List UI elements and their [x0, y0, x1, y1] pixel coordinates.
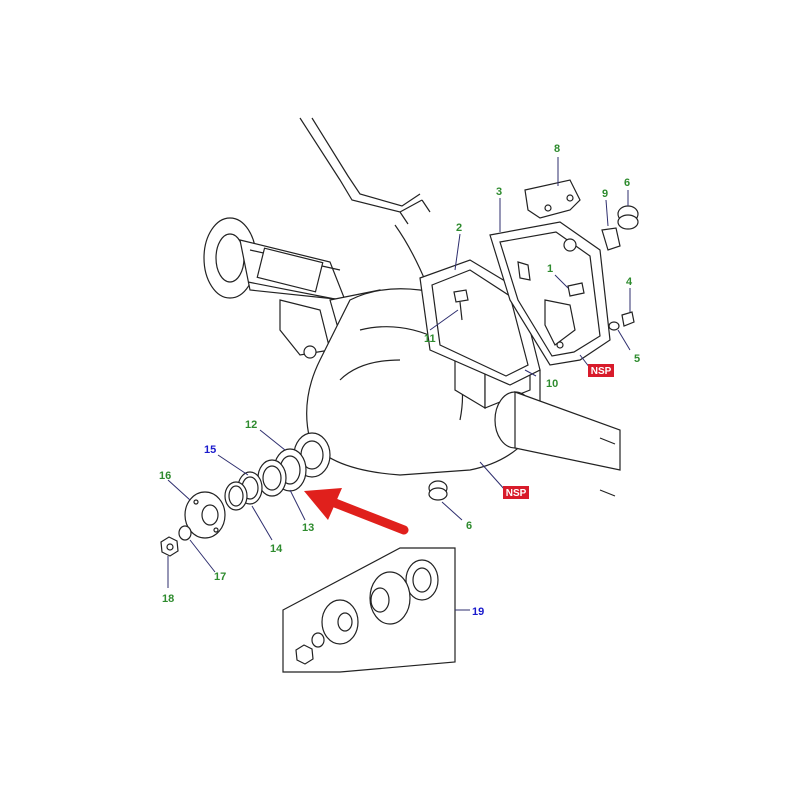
nsp-badge-top: NSP	[588, 364, 614, 377]
callout-16: 16	[159, 470, 171, 482]
chassis-bracket	[299, 117, 431, 225]
callout-8: 8	[554, 143, 560, 155]
bolt-part-11	[453, 289, 469, 321]
callout-15: 15	[204, 444, 216, 456]
callout-17: 17	[214, 571, 226, 583]
flange-nut	[160, 536, 179, 557]
leader-lines	[167, 157, 631, 611]
callout-6-bottom: 6	[466, 520, 472, 532]
diff-cover	[489, 221, 611, 366]
callout-5: 5	[634, 353, 640, 365]
plug-top	[617, 205, 639, 230]
callout-18: 18	[162, 593, 174, 605]
kit-box	[282, 547, 456, 673]
callout-12: 12	[245, 419, 257, 431]
callout-2: 2	[456, 222, 462, 234]
callout-14: 14	[270, 543, 283, 555]
callout-10: 10	[546, 378, 558, 390]
callout-3: 3	[496, 186, 502, 198]
highlight-arrow	[304, 488, 409, 535]
plug-bottom	[428, 480, 448, 501]
pinion-flange	[184, 491, 226, 539]
right-axle-tube	[494, 391, 621, 497]
svg-text:NSP: NSP	[506, 488, 527, 499]
callout-11: 11	[424, 333, 436, 345]
shim-washer-stack	[224, 471, 263, 511]
callout-13: 13	[302, 522, 314, 534]
callout-6-top: 6	[624, 177, 630, 189]
flange-washer	[178, 525, 192, 541]
callout-9: 9	[602, 188, 608, 200]
svg-text:NSP: NSP	[591, 366, 612, 377]
bracket-part	[524, 179, 581, 219]
bolt-and-washer	[608, 311, 635, 331]
callout-19: 19	[472, 606, 484, 618]
bolt-part-1	[567, 282, 585, 297]
callout-1: 1	[547, 263, 553, 275]
clip-part	[601, 227, 621, 251]
pinion-seal-stack	[257, 448, 307, 497]
nsp-badge-mid: NSP	[503, 486, 529, 499]
callout-4: 4	[626, 276, 633, 288]
